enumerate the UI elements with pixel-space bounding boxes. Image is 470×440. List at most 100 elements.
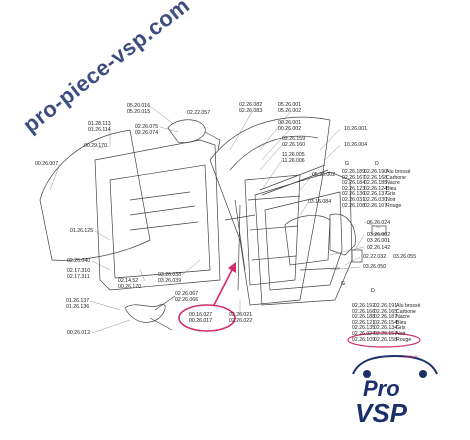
part-number: 02.26.185 bbox=[364, 180, 388, 187]
part-number: 02.26.157 bbox=[374, 331, 398, 337]
part-label: 10.26.001 bbox=[344, 126, 368, 132]
color-name: Rouge bbox=[396, 336, 412, 343]
brand-logo: Pro VSP GROUP bbox=[345, 350, 445, 430]
color-name: Noir bbox=[386, 197, 396, 203]
table-header: D bbox=[375, 161, 379, 167]
part-label: 02.22.032 bbox=[363, 254, 387, 260]
window-regulator bbox=[224, 199, 256, 291]
part-number: 02.26.137 bbox=[364, 191, 388, 198]
part-label: 02.26.066 bbox=[175, 297, 199, 303]
door-shell bbox=[209, 116, 331, 306]
door-handle bbox=[371, 225, 387, 235]
part-label: 02.17.311 bbox=[67, 274, 90, 280]
part-label: 05.26.001 bbox=[278, 102, 302, 108]
part-number: 02.26.136 bbox=[342, 191, 366, 198]
part-label: 01.26.137 bbox=[66, 298, 90, 304]
part-label: 00.26.002 bbox=[278, 126, 302, 132]
color-name: Gris bbox=[396, 325, 406, 332]
color-name: Carbone bbox=[386, 174, 406, 181]
part-label: 01.26.136 bbox=[66, 304, 90, 310]
color-name: Gris bbox=[386, 191, 396, 198]
brand-tag: GROUP bbox=[403, 354, 418, 359]
part-label: 03.26.050 bbox=[363, 264, 387, 270]
table-header: D bbox=[371, 288, 375, 294]
part-number: 02.26.107 bbox=[364, 202, 388, 209]
color-name: Bleu bbox=[396, 319, 407, 326]
part-number: 02.26.187 bbox=[374, 314, 398, 321]
color-name: Nacre bbox=[396, 314, 410, 321]
part-number: 02.26.108 bbox=[342, 202, 366, 209]
part-number: 02.26.167 bbox=[342, 174, 366, 181]
color-name: Alu brossé bbox=[396, 303, 421, 309]
part-label: 01.26.114 bbox=[88, 127, 111, 133]
part-label: 03.26.002 bbox=[367, 232, 391, 238]
part-label: 02.26.159 bbox=[282, 136, 306, 142]
highlighted-part-label: 00.16.027 bbox=[189, 312, 213, 318]
side-mirror bbox=[167, 119, 206, 144]
wiring-harness bbox=[124, 295, 176, 331]
part-number: 02.26.166 bbox=[352, 308, 376, 315]
part-label: 03.26.001 bbox=[367, 238, 391, 244]
part-label: 02.26.075 bbox=[135, 124, 159, 130]
part-label: 02.26.021 bbox=[229, 312, 253, 318]
part-label: 02.26.142 bbox=[367, 245, 391, 251]
highlight-ring bbox=[178, 304, 236, 332]
trim-pocket bbox=[329, 213, 356, 256]
door-inner-panel-left bbox=[94, 139, 221, 291]
part-label: 05.20.015 bbox=[127, 109, 151, 115]
part-label: 02.17.310 bbox=[67, 268, 91, 274]
part-label: 05.26.002 bbox=[278, 108, 302, 114]
part-label: 02.26.067 bbox=[175, 291, 199, 297]
table-header: G bbox=[341, 281, 346, 287]
part-number: 02.26.027 bbox=[352, 331, 376, 337]
part-number: 02.26.158 bbox=[374, 336, 398, 343]
part-number: 02.26.192 bbox=[352, 303, 376, 309]
table-highlight-ring bbox=[347, 332, 421, 348]
window-switch bbox=[351, 249, 363, 263]
part-number: 02.26.190 bbox=[364, 169, 388, 175]
part-label: 02.26.083 bbox=[239, 108, 263, 114]
part-number: 02.26.109 bbox=[352, 336, 376, 343]
part-number: 02.26.031 bbox=[342, 197, 366, 203]
highlighted-part-label: 00.26.017 bbox=[189, 318, 213, 324]
color-name: Bleu bbox=[386, 185, 397, 192]
part-number: 02.26.154 bbox=[374, 319, 398, 326]
part-number: 02.26.134 bbox=[374, 325, 398, 332]
part-number: 02.26.189 bbox=[342, 169, 366, 175]
part-label: 02.14.52 bbox=[118, 278, 139, 284]
color-name: Noir bbox=[396, 331, 406, 337]
part-label: 02.26.082 bbox=[239, 102, 263, 108]
window-glass bbox=[39, 129, 151, 261]
part-number: 02.26.191 bbox=[374, 303, 398, 309]
part-number: 02.26.123 bbox=[342, 185, 366, 192]
part-label: 00.26.001 bbox=[278, 120, 302, 126]
part-label: 00.26.170 bbox=[118, 284, 142, 290]
part-label: 02.26.040 bbox=[67, 258, 91, 264]
part-label: 02.26.074 bbox=[135, 130, 159, 136]
part-label: 10.26.004 bbox=[344, 142, 368, 148]
part-label: 01.28.113 bbox=[88, 121, 111, 127]
part-label: 06.26.024 bbox=[367, 220, 391, 226]
part-number: 02.26.165 bbox=[374, 308, 398, 315]
part-number: 02.26.121 bbox=[352, 319, 376, 326]
part-label: 03.26.038 bbox=[158, 272, 182, 278]
part-label: 02.26.160 bbox=[282, 142, 306, 148]
part-number: 02.26.188 bbox=[352, 314, 376, 321]
part-label: 11.26.006 bbox=[282, 158, 305, 164]
part-number: 02.26.168 bbox=[364, 174, 388, 181]
highlight-arrow bbox=[213, 269, 233, 306]
part-label: 00.26.012 bbox=[67, 330, 91, 336]
part-label: 02.22.057 bbox=[187, 110, 211, 116]
part-label: 01.26.125 bbox=[70, 228, 94, 234]
part-number: 02.26.135 bbox=[352, 325, 376, 332]
color-name: Carbone bbox=[396, 308, 416, 315]
weatherstrip bbox=[259, 164, 329, 196]
color-name: Alu brossé bbox=[386, 169, 411, 175]
car-silhouette-icon bbox=[352, 354, 438, 378]
part-label: 02.26.022 bbox=[229, 318, 253, 324]
part-number: 02.26.030 bbox=[364, 197, 388, 203]
part-label: 05.26.002 bbox=[312, 172, 336, 178]
part-number: 02.26.184 bbox=[342, 180, 366, 187]
